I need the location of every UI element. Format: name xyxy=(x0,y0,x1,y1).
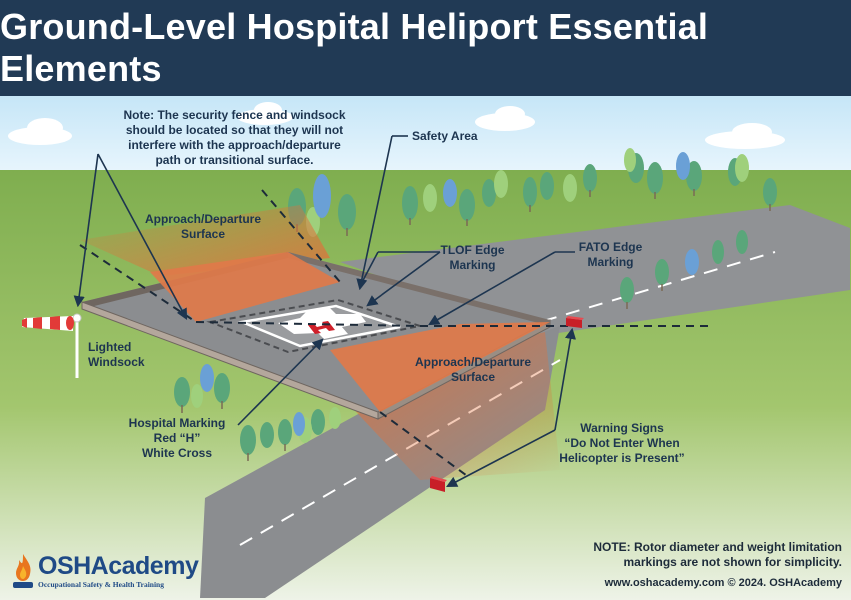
label-warning-signs: Warning Signs “Do Not Enter When Helicop… xyxy=(542,421,702,466)
hospital-line-3: White Cross xyxy=(141,446,212,460)
warning-sign-right xyxy=(566,316,584,328)
windsock-line-1: Lighted xyxy=(88,340,132,354)
leader-lines xyxy=(73,135,577,488)
footer-note-line-2: markings are not shown for simplicity. xyxy=(623,555,843,569)
sky xyxy=(0,96,851,176)
footer-copyright: www.oshacademy.com © 2024. OSHAcademy xyxy=(604,577,842,589)
hospital-line-2: Red “H” xyxy=(153,431,201,445)
footer-note: NOTE: Rotor diameter and weight limitati… xyxy=(530,540,842,570)
heliport-scene xyxy=(0,96,851,600)
warning-sign-left xyxy=(430,476,447,492)
note-line-3: interfere with the approach/departure xyxy=(128,138,341,152)
label-safety-area: Safety Area xyxy=(412,129,478,143)
note-line-1: Note: The security fence and windsock xyxy=(123,108,346,122)
footer-note-line-1: NOTE: Rotor diameter and weight limitati… xyxy=(593,540,842,554)
fato-line-1: FATO Edge xyxy=(578,240,643,254)
windsock-line-2: Windsock xyxy=(88,355,145,369)
note-line-4: path or transitional surface. xyxy=(155,153,314,167)
label-tlof-edge-marking: TLOF Edge Marking xyxy=(430,243,515,273)
tlof-line-1: TLOF Edge xyxy=(440,243,505,257)
logo-tagline: Occupational Safety & Health Training xyxy=(38,580,164,589)
approach-surface-bottom xyxy=(330,322,550,412)
label-hospital-marking: Hospital Marking Red “H” White Cross xyxy=(112,416,242,461)
clouds xyxy=(8,102,785,149)
flame-icon xyxy=(13,554,33,588)
label-approach-departure-bottom: Approach/Departure Surface xyxy=(398,355,548,385)
label-approach-departure-top: Approach/Departure Surface xyxy=(128,212,278,242)
approach-bottom-line-1: Approach/Departure xyxy=(414,355,532,369)
label-lighted-windsock: Lighted Windsock xyxy=(88,340,158,370)
approach-top-line-2: Surface xyxy=(180,227,226,241)
approach-top-line-1: Approach/Departure xyxy=(144,212,262,226)
approach-surface-top xyxy=(150,252,340,322)
title-bar: Ground-Level Hospital Heliport Essential… xyxy=(0,0,851,96)
lighted-windsock xyxy=(22,313,82,378)
label-fato-edge-marking: FATO Edge Marking xyxy=(568,240,653,270)
fato-line-2: Marking xyxy=(587,255,634,269)
hospital-line-1: Hospital Marking xyxy=(128,416,226,430)
tlof-line-2: Marking xyxy=(449,258,496,272)
oshacademy-logo[interactable]: OSHAcademy Occupational Safety & Health … xyxy=(10,552,199,594)
warning-line-3: Helicopter is Present” xyxy=(559,451,685,465)
logo-wordmark: OSHAcademy xyxy=(38,552,199,580)
approach-bottom-line-2: Surface xyxy=(450,370,496,384)
approach-glow-bottom xyxy=(330,332,560,480)
warning-line-2: “Do Not Enter When xyxy=(564,436,680,450)
page-title: Ground-Level Hospital Heliport Essential… xyxy=(0,6,709,89)
boundary-lines xyxy=(79,189,710,479)
note-line-2: should be located so that they will not xyxy=(125,123,344,137)
note-security-fence: Note: The security fence and windsock sh… xyxy=(112,108,357,168)
warning-line-1: Warning Signs xyxy=(580,421,664,435)
